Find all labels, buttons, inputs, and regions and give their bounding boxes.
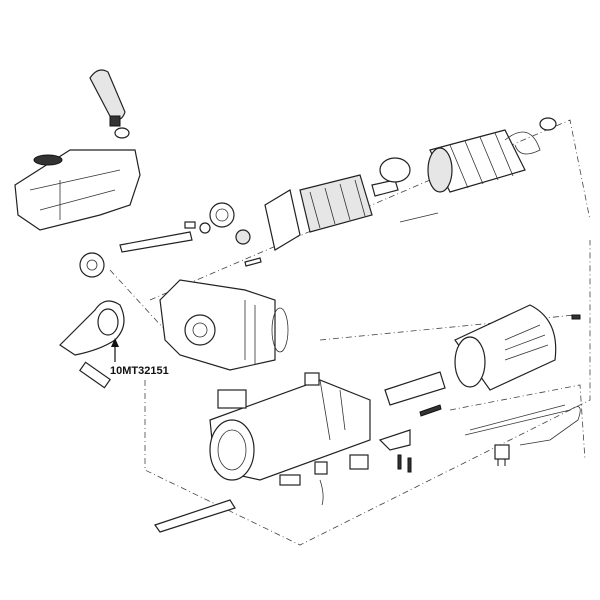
motor-cover (454, 304, 581, 391)
part-number-callout: 10MT32151 (110, 365, 169, 377)
motor-housing-front (159, 279, 289, 371)
switch-components (154, 372, 412, 533)
armature (264, 157, 411, 251)
main-housing (209, 379, 371, 481)
power-cord (464, 404, 581, 466)
assembly-line (109, 269, 166, 331)
assembly-line (449, 384, 586, 461)
callout-arrow (111, 338, 119, 362)
field-stator (399, 117, 557, 223)
side-handle (89, 69, 130, 139)
spindle-assembly (79, 202, 262, 278)
assembly-line (144, 240, 591, 546)
cord-strain-relief (384, 371, 446, 417)
bearing-plate (59, 300, 125, 389)
gear-housing (14, 149, 141, 231)
